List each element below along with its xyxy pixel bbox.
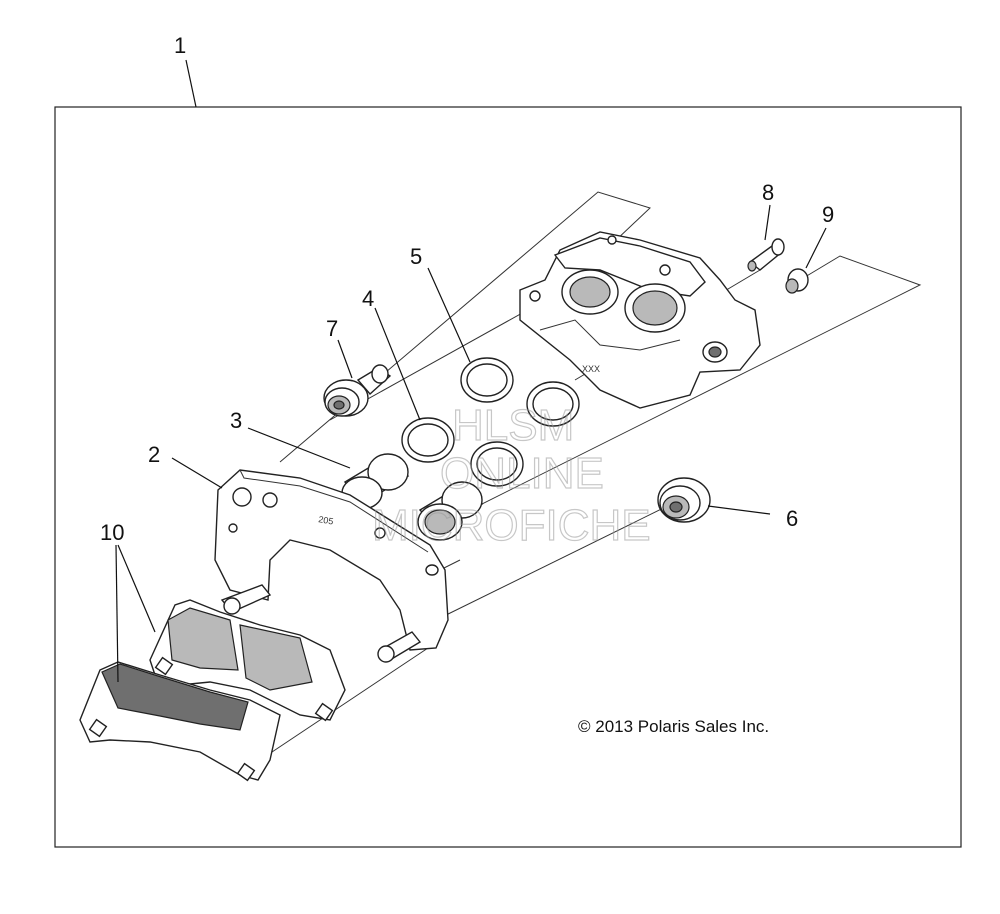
callout-7: 7 [326,316,338,341]
callout-1: 1 [174,33,186,58]
housing-stamp: XXX [582,364,600,374]
svg-text:MICROFICHE: MICROFICHE [372,501,651,550]
callout-9-leader [805,227,827,269]
dust-seals [401,417,524,487]
pistons [341,453,484,541]
callout-2: 2 [148,442,160,467]
callout-10: 10 [100,520,124,545]
callout-6-leader [707,505,771,515]
diagram-frame [54,106,962,848]
copyright-notice: © 2013 Polaris Sales Inc. [578,717,769,736]
callout-8-leader [764,204,771,241]
bleeder-screw [747,238,785,272]
callout-9: 9 [822,202,834,227]
callout-1-leader [185,59,197,108]
svg-text:HLSM: HLSM [452,401,574,450]
watermark: HLSM ONLINE MICROFICHE [371,400,651,550]
bleeder-cap [785,268,809,294]
callout-3-leader [247,427,351,469]
bracket-stamp: 205 [318,514,335,526]
guide-pin-boot-right [657,477,711,523]
callout-10-leader-a [117,544,156,633]
piston-seals [460,357,580,427]
guide-pin-boot-left [323,364,392,417]
callout-2-leader [171,457,223,489]
callout-8: 8 [762,180,774,205]
caliper-housing: XXX [519,231,761,409]
callout-5: 5 [410,244,422,269]
callout-10-leader-b [115,544,119,683]
callout-5-leader [427,267,471,363]
callout-7-leader [337,339,353,379]
callout-3: 3 [230,408,242,433]
callout-6: 6 [786,506,798,531]
brake-pads [79,599,346,782]
svg-text:ONLINE: ONLINE [440,449,604,498]
callout-4-leader [374,307,421,421]
mounting-bracket: 205 [214,469,449,663]
callout-4: 4 [362,286,374,311]
